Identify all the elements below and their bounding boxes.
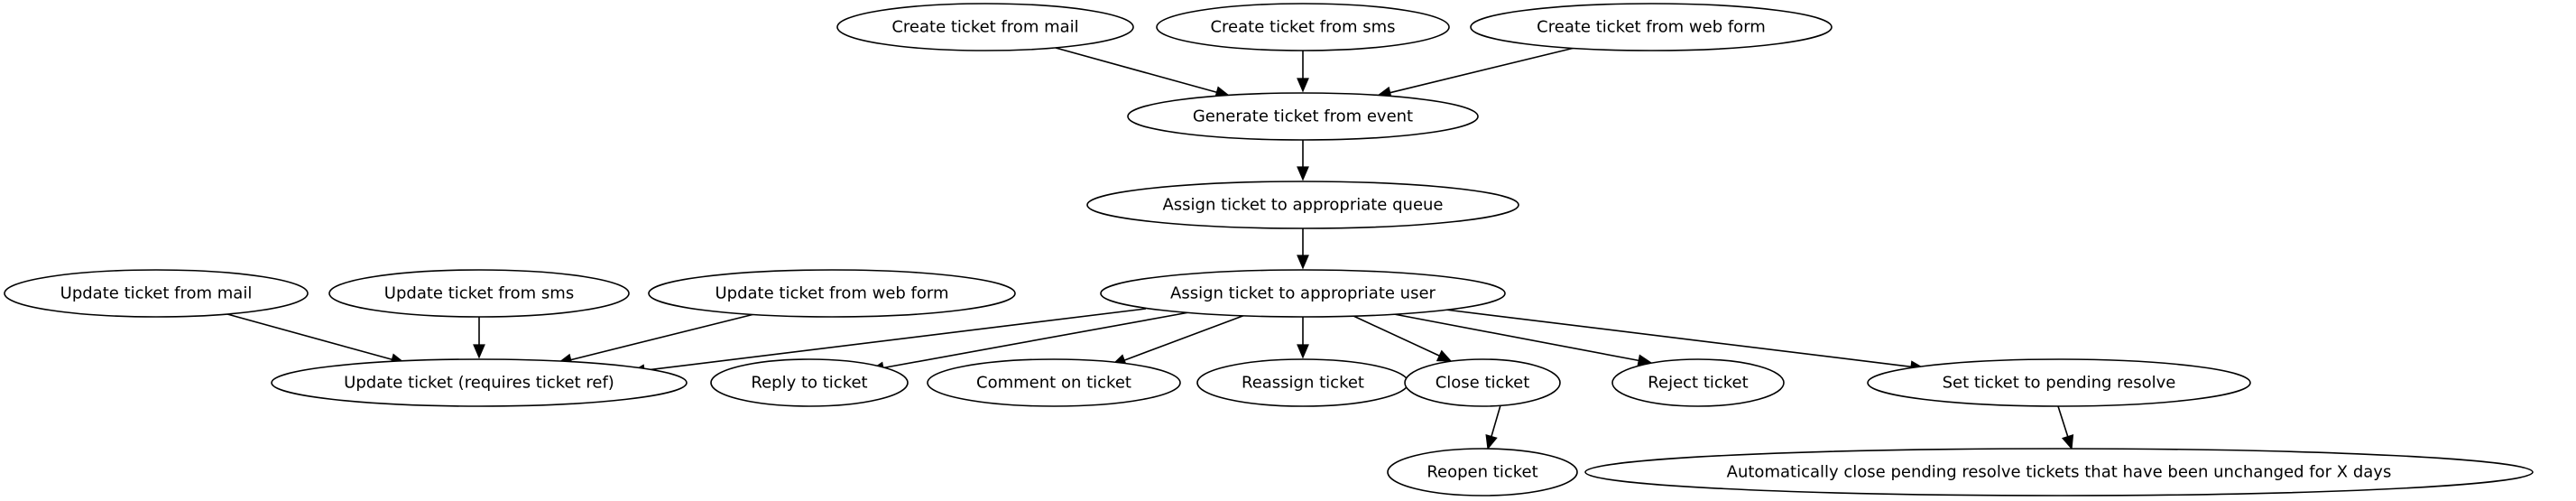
node-label: Close ticket: [1436, 374, 1530, 393]
node-assign-ticket-to-appropriate-user: Assign ticket to appropriate user: [1100, 269, 1506, 318]
edge-assign-user-to-pending: [1445, 309, 1912, 368]
node-close-ticket: Close ticket: [1404, 358, 1561, 407]
node-label: Reassign ticket: [1242, 374, 1364, 393]
node-reject-ticket: Reject ticket: [1611, 358, 1785, 407]
node-update-ticket-from-web-form: Update ticket from web form: [648, 269, 1016, 318]
node-update-ticket-from-mail: Update ticket from mail: [4, 269, 309, 318]
node-update-ticket-requires-ref: Update ticket (requires ticket ref): [271, 358, 688, 407]
edge-assign-user-to-close: [1353, 315, 1440, 357]
edge-update-mail-to-update-ticket: [226, 313, 392, 361]
node-create-ticket-from-web-form: Create ticket from web form: [1470, 3, 1833, 51]
node-label: Assign ticket to appropriate user: [1170, 284, 1436, 303]
node-label: Reject ticket: [1648, 374, 1748, 393]
node-label: Automatically close pending resolve tick…: [1727, 463, 2392, 482]
node-create-ticket-from-mail: Create ticket from mail: [836, 3, 1134, 51]
node-label: Create ticket from mail: [891, 18, 1078, 37]
edge-pending-to-auto-close: [2057, 405, 2069, 437]
node-label: Update ticket from web form: [715, 284, 948, 303]
node-create-ticket-from-sms: Create ticket from sms: [1156, 3, 1450, 51]
arrowhead-icon: [1436, 349, 1453, 362]
node-set-ticket-to-pending-resolve: Set ticket to pending resolve: [1867, 358, 2251, 407]
node-label: Generate ticket from event: [1193, 107, 1413, 126]
node-assign-ticket-to-appropriate-queue: Assign ticket to appropriate queue: [1086, 181, 1519, 229]
edges-layer: [226, 47, 2074, 450]
node-label: Assign ticket to appropriate queue: [1162, 196, 1443, 215]
edge-assign-user-to-comment: [1123, 314, 1246, 361]
arrowhead-icon: [1297, 166, 1309, 181]
node-generate-ticket-from-event: Generate ticket from event: [1127, 92, 1479, 141]
arrowhead-icon: [1297, 344, 1309, 359]
node-label: Create ticket from sms: [1210, 18, 1395, 37]
edge-create-web-to-generate: [1390, 47, 1575, 94]
node-auto-close-pending-resolve: Automatically close pending resolve tick…: [1584, 448, 2534, 496]
node-label: Reply to ticket: [751, 374, 867, 393]
edge-create-mail-to-generate: [1055, 47, 1217, 94]
arrowhead-icon: [1297, 78, 1309, 93]
node-label: Comment on ticket: [976, 374, 1131, 393]
arrowhead-icon: [1297, 255, 1309, 270]
node-label: Reopen ticket: [1426, 463, 1537, 482]
node-label: Create ticket from web form: [1537, 18, 1766, 37]
node-label: Update ticket from mail: [60, 284, 253, 303]
edge-assign-user-to-reply: [882, 311, 1190, 369]
edge-assign-user-to-reject: [1393, 313, 1639, 362]
node-label: Set ticket to pending resolve: [1943, 374, 2176, 393]
node-reassign-ticket: Reassign ticket: [1196, 358, 1409, 407]
node-label: Update ticket (requires ticket ref): [344, 374, 614, 393]
edge-close-to-reopen: [1491, 404, 1501, 437]
node-comment-on-ticket: Comment on ticket: [927, 358, 1181, 407]
node-update-ticket-from-sms: Update ticket from sms: [328, 269, 630, 318]
edge-assign-user-to-update-ticket: [643, 308, 1147, 372]
node-reply-to-ticket: Reply to ticket: [710, 358, 909, 407]
edge-update-web-to-update-ticket: [570, 313, 755, 361]
node-label: Update ticket from sms: [384, 284, 574, 303]
arrowhead-icon: [473, 344, 485, 359]
node-reopen-ticket: Reopen ticket: [1387, 448, 1578, 496]
arrowhead-icon: [1485, 434, 1498, 450]
arrowhead-icon: [2061, 433, 2074, 450]
